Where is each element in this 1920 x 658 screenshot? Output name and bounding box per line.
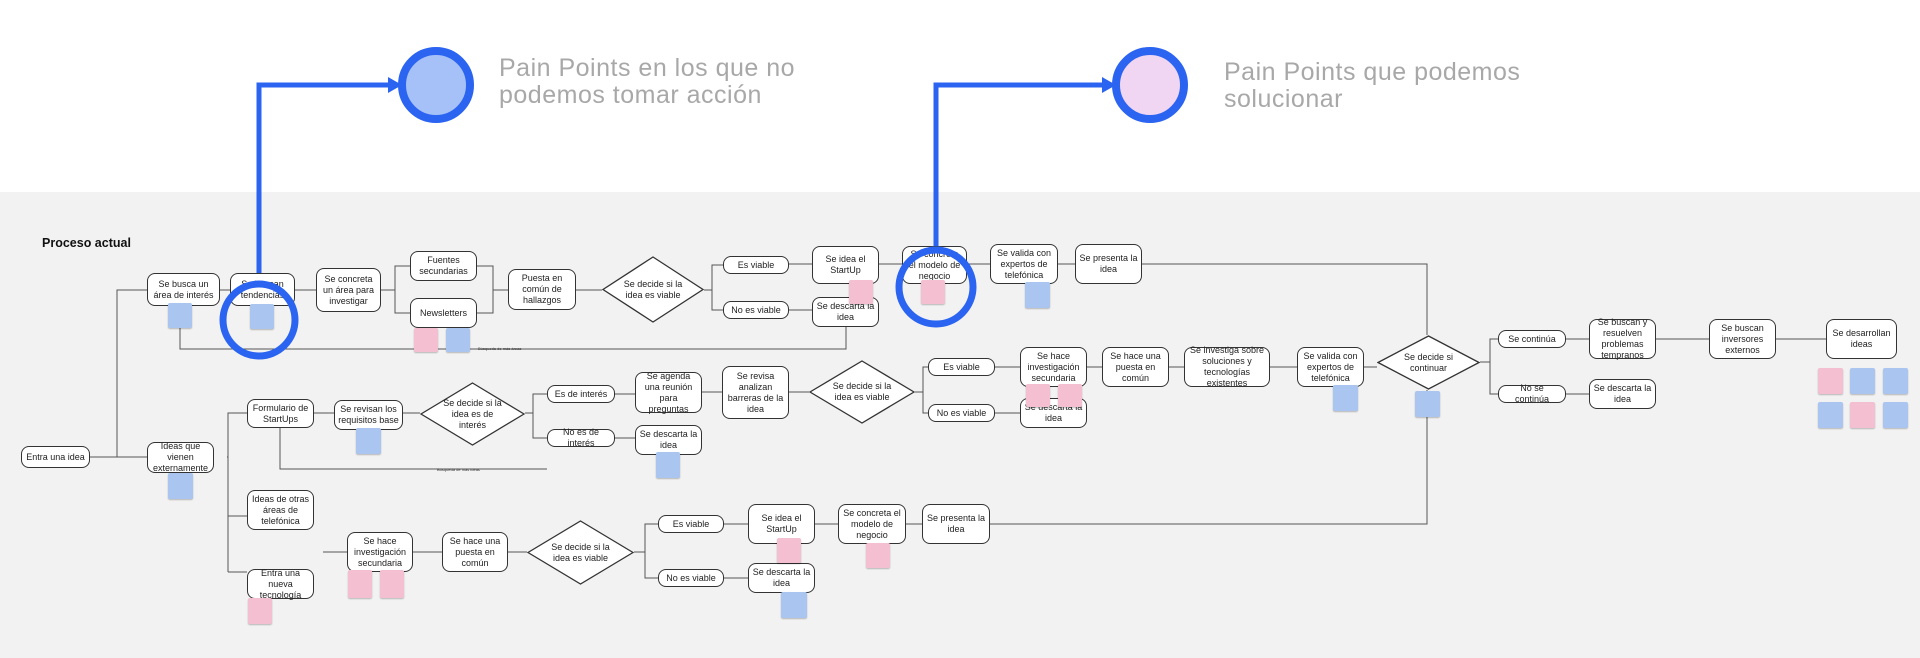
decision-label: Se decide si la idea es viable bbox=[623, 278, 683, 300]
node-fuentes[interactable]: Fuentes secundarias bbox=[410, 251, 477, 281]
node-puesta-comun-2[interactable]: Se hace una puesta en común bbox=[1102, 347, 1169, 387]
sticky-note bbox=[168, 303, 192, 328]
sticky-note bbox=[781, 592, 807, 618]
node-investigacion-2[interactable]: Se hace investigación secundaria bbox=[1020, 347, 1087, 387]
sticky-note bbox=[1026, 384, 1050, 407]
node-agenda-reunion[interactable]: Se agenda una reunión para preguntas bbox=[635, 371, 702, 414]
decision-label: Se decide si la idea es viable bbox=[832, 381, 892, 402]
sticky-note bbox=[348, 570, 372, 598]
sticky-note bbox=[168, 473, 193, 499]
sticky-note bbox=[777, 538, 801, 563]
sticky-note bbox=[248, 598, 272, 624]
node-investigacion-3[interactable]: Se hace investigación secundaria bbox=[347, 532, 413, 572]
node-nueva-tecnologia[interactable]: Entra una nueva tecnología bbox=[247, 568, 314, 600]
sticky-note bbox=[849, 280, 873, 304]
arrow-head-icon bbox=[388, 77, 402, 93]
decision-viable-2[interactable]: Se decide si la idea es viable bbox=[809, 360, 915, 424]
node-continua[interactable]: Se continúa bbox=[1498, 330, 1566, 348]
node-es-viable-2[interactable]: Es viable bbox=[928, 358, 995, 376]
node-no-viable-1[interactable]: No es viable bbox=[723, 301, 789, 319]
node-no-interes[interactable]: No es de interés bbox=[547, 427, 615, 448]
sticky-note bbox=[446, 328, 470, 352]
node-descarta-3[interactable]: Se descarta la idea bbox=[1020, 398, 1087, 428]
node-newsletters[interactable]: Newsletters bbox=[410, 298, 477, 328]
sticky-note bbox=[1818, 402, 1843, 428]
pain-point-ring bbox=[219, 280, 299, 360]
node-es-viable-1[interactable]: Es viable bbox=[723, 256, 789, 274]
node-es-interes[interactable]: Es de interés bbox=[547, 385, 615, 403]
node-descarta-4[interactable]: Se descarta la idea bbox=[1589, 379, 1656, 409]
decision-label: Se decide si la idea es de interés bbox=[443, 397, 502, 430]
node-valida-expertos-2[interactable]: Se valida con expertos de telefónica bbox=[1297, 347, 1364, 387]
highlight-arrow-1 bbox=[256, 82, 398, 322]
loop-label-ideas: Búsqueda de más ideas bbox=[437, 467, 480, 472]
node-inversores[interactable]: Se buscan inversores externos bbox=[1709, 319, 1776, 359]
sticky-note bbox=[866, 543, 890, 568]
node-investiga-soluciones[interactable]: Se investiga sobre soluciones y tecnolog… bbox=[1184, 345, 1270, 388]
node-puesta-comun-3[interactable]: Se hace una puesta en común bbox=[442, 532, 508, 572]
node-idea-startup-1[interactable]: Se idea el StartUp bbox=[812, 246, 879, 284]
node-valida-expertos-1[interactable]: Se valida con expertos de telefónica bbox=[990, 244, 1058, 284]
legend-line: Pain Points en los que no bbox=[499, 54, 796, 82]
sticky-note bbox=[1025, 282, 1050, 308]
sticky-note bbox=[656, 452, 680, 478]
node-problemas-tempranos[interactable]: Se buscan y resuelven problemas temprano… bbox=[1589, 317, 1656, 360]
legend-line: podemos tomar acción bbox=[499, 81, 762, 109]
node-es-viable-3[interactable]: Es viable bbox=[658, 515, 724, 533]
node-ideas-externas[interactable]: Ideas que vienen externamente bbox=[147, 441, 214, 473]
legend-label-can-solve: Pain Points que podemos solucionar bbox=[1224, 59, 1520, 113]
sticky-note bbox=[356, 428, 381, 454]
node-no-viable-3[interactable]: No es viable bbox=[658, 569, 724, 587]
node-descarta-2[interactable]: Se descarta la idea bbox=[635, 425, 702, 455]
sticky-note bbox=[1333, 385, 1358, 411]
sticky-note bbox=[1883, 368, 1908, 394]
section-title: Proceso actual bbox=[42, 236, 131, 250]
decision-label: Se decide si continuar bbox=[1403, 351, 1453, 373]
highlight-arrow-2 bbox=[933, 82, 1112, 280]
sticky-note bbox=[921, 280, 945, 304]
loop-label-areas: Búsqueda de más áreas bbox=[478, 346, 522, 351]
node-no-continua[interactable]: No se continúa bbox=[1498, 383, 1566, 404]
sticky-note bbox=[380, 570, 404, 598]
sticky-note bbox=[1850, 368, 1875, 394]
node-revisa-barreras[interactable]: Se revisa analizan barreras de la idea bbox=[722, 366, 789, 419]
node-no-viable-2[interactable]: No es viable bbox=[928, 404, 995, 422]
sticky-note bbox=[414, 328, 438, 352]
sticky-note bbox=[1415, 391, 1440, 417]
node-ideas-areas[interactable]: Ideas de otras áreas de telefónica bbox=[247, 490, 314, 530]
node-entra-idea[interactable]: Entra una idea bbox=[21, 446, 90, 468]
decision-viable-1[interactable]: Se decide si la idea es viable bbox=[602, 256, 704, 323]
legend-line: solucionar bbox=[1224, 85, 1343, 113]
node-concreta-negocio-3[interactable]: Se concreta el modelo de negocio bbox=[838, 504, 906, 544]
sticky-note bbox=[1850, 402, 1875, 428]
legend-label-cannot-act: Pain Points en los que no podemos tomar … bbox=[499, 55, 795, 109]
sticky-note bbox=[250, 304, 274, 329]
sticky-note bbox=[1058, 384, 1082, 407]
node-formulario[interactable]: Formulario de StartUps bbox=[247, 399, 314, 428]
sticky-note bbox=[1883, 402, 1908, 428]
decision-label: Se decide si la idea es viable bbox=[551, 541, 610, 563]
decision-interes[interactable]: Se decide si la idea es de interés bbox=[420, 382, 525, 446]
arrow-head-icon bbox=[1102, 77, 1116, 93]
legend-line: Pain Points que podemos bbox=[1224, 58, 1521, 86]
node-desarrollan[interactable]: Se desarrollan ideas bbox=[1826, 319, 1897, 359]
node-presenta-3[interactable]: Se presenta la idea bbox=[922, 504, 990, 544]
decision-viable-3[interactable]: Se decide si la idea es viable bbox=[527, 520, 634, 585]
node-presenta-1[interactable]: Se presenta la idea bbox=[1075, 244, 1142, 284]
legend-area bbox=[0, 0, 1920, 192]
pain-point-ring bbox=[895, 246, 977, 328]
node-puesta-comun-1[interactable]: Puesta en común de hallazgos bbox=[508, 269, 576, 310]
sticky-note bbox=[1818, 368, 1843, 394]
node-concreta-area[interactable]: Se concreta un área para investigar bbox=[316, 268, 381, 312]
decision-continuar[interactable]: Se decide si continuar bbox=[1377, 335, 1480, 390]
